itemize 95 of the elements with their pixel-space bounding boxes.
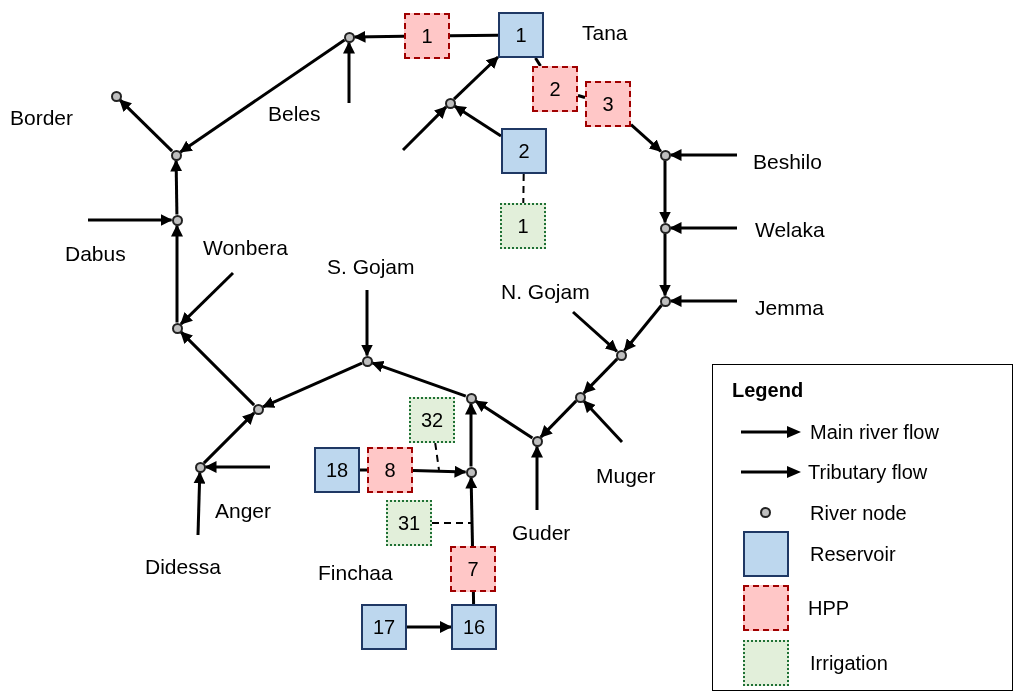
connector-line: [449, 33, 499, 38]
flow-arrow: [412, 465, 467, 478]
flow-arrow: [659, 233, 671, 297]
river-name: Jemma: [755, 296, 824, 320]
legend-label: Main river flow: [810, 421, 939, 443]
dashed-connector: [434, 442, 440, 471]
flow-arrow: [193, 471, 206, 536]
flow-arrow: [401, 105, 448, 152]
flow-arrow: [465, 476, 478, 547]
flow-arrow: [630, 123, 662, 153]
legend-label: Irrigation: [810, 652, 888, 674]
river-node: [659, 222, 671, 234]
reservoir-box: 16: [451, 604, 497, 650]
flow-arrow: [407, 621, 452, 633]
river-name: Muger: [596, 464, 656, 488]
river-name: N. Gojam: [501, 280, 590, 304]
flow-arrow: [474, 399, 534, 440]
river-name: Dabus: [65, 242, 126, 266]
hpp-box: 8: [367, 447, 413, 493]
connector-line: [577, 94, 586, 99]
river-name: Beshilo: [753, 150, 822, 174]
river-node: [171, 322, 183, 334]
river-name: Welaka: [755, 218, 825, 242]
river-name: Beles: [268, 102, 321, 126]
irrigation-box: 32: [409, 397, 455, 443]
river-node: [194, 461, 206, 473]
flow-arrow: [623, 304, 663, 352]
river-name: Finchaa: [318, 561, 393, 585]
flow-arrow: [452, 55, 500, 101]
flow-arrow: [531, 445, 543, 510]
river-node: [110, 90, 122, 102]
flow-arrow: [118, 98, 174, 153]
flow-arrow: [343, 41, 355, 103]
river-name: Anger: [215, 499, 272, 523]
hpp-box: 2: [532, 66, 578, 112]
river-node: [343, 31, 355, 43]
hpp-box: 1: [404, 13, 450, 59]
flow-arrow: [582, 399, 624, 444]
flow-arrow: [371, 360, 467, 398]
river-node: [531, 435, 543, 447]
flow-arrow: [262, 361, 363, 409]
dashed-connector: [431, 522, 472, 524]
connector-line: [534, 57, 542, 67]
irrigation-box: 31: [386, 500, 432, 546]
flow-arrow: [659, 160, 671, 224]
legend-label: HPP: [808, 597, 850, 619]
river-node: [170, 149, 182, 161]
connector-line: [360, 468, 367, 472]
irrigation-box: 1: [500, 203, 546, 249]
flow-arrow: [171, 224, 183, 323]
reservoir-box: 2: [501, 128, 547, 174]
river-name: Tana: [582, 21, 628, 45]
river-node: [574, 391, 586, 403]
hpp-box: 7: [450, 546, 496, 592]
reservoir-box: 17: [361, 604, 407, 650]
flow-arrow: [179, 38, 346, 154]
flow-arrow: [669, 222, 737, 234]
flow-arrow: [361, 290, 373, 357]
legend-label: River node: [810, 502, 907, 524]
legend-label: Tributary flow: [808, 461, 928, 483]
river-name: Border: [10, 106, 74, 130]
flow-arrow: [572, 310, 618, 353]
flow-arrow: [582, 357, 619, 395]
dashed-connector: [522, 173, 525, 204]
flow-arrow: [669, 295, 737, 307]
river-name: Wonbera: [203, 236, 288, 260]
flow-arrow: [204, 461, 270, 473]
river-node: [465, 466, 477, 478]
river-name: Didessa: [145, 555, 221, 579]
flow-arrow: [465, 402, 477, 467]
river-node: [615, 349, 627, 361]
reservoir-box: 18: [314, 447, 360, 493]
flow-arrow: [179, 271, 235, 326]
flow-arrow: [669, 149, 737, 161]
river-node: [444, 97, 456, 109]
flow-arrow: [88, 214, 173, 226]
flow-arrow: [170, 159, 183, 215]
legend-title: Legend: [732, 379, 804, 401]
flow-arrow: [453, 104, 502, 138]
river-node: [465, 392, 477, 404]
hpp-box: 3: [585, 81, 631, 127]
flow-arrow: [202, 411, 256, 465]
connector-line: [471, 591, 476, 605]
river-node: [659, 149, 671, 161]
river-node: [252, 403, 264, 415]
river-node: [171, 214, 183, 226]
river-name: Guder: [512, 521, 571, 545]
flow-arrow: [539, 399, 578, 439]
flow-arrow: [353, 30, 405, 43]
reservoir-box: 1: [498, 12, 544, 58]
river-node: [659, 295, 671, 307]
flow-arrow: [179, 330, 256, 407]
river-node: [361, 355, 373, 367]
river-name: S. Gojam: [327, 255, 415, 279]
legend-label: Reservoir: [810, 543, 896, 565]
